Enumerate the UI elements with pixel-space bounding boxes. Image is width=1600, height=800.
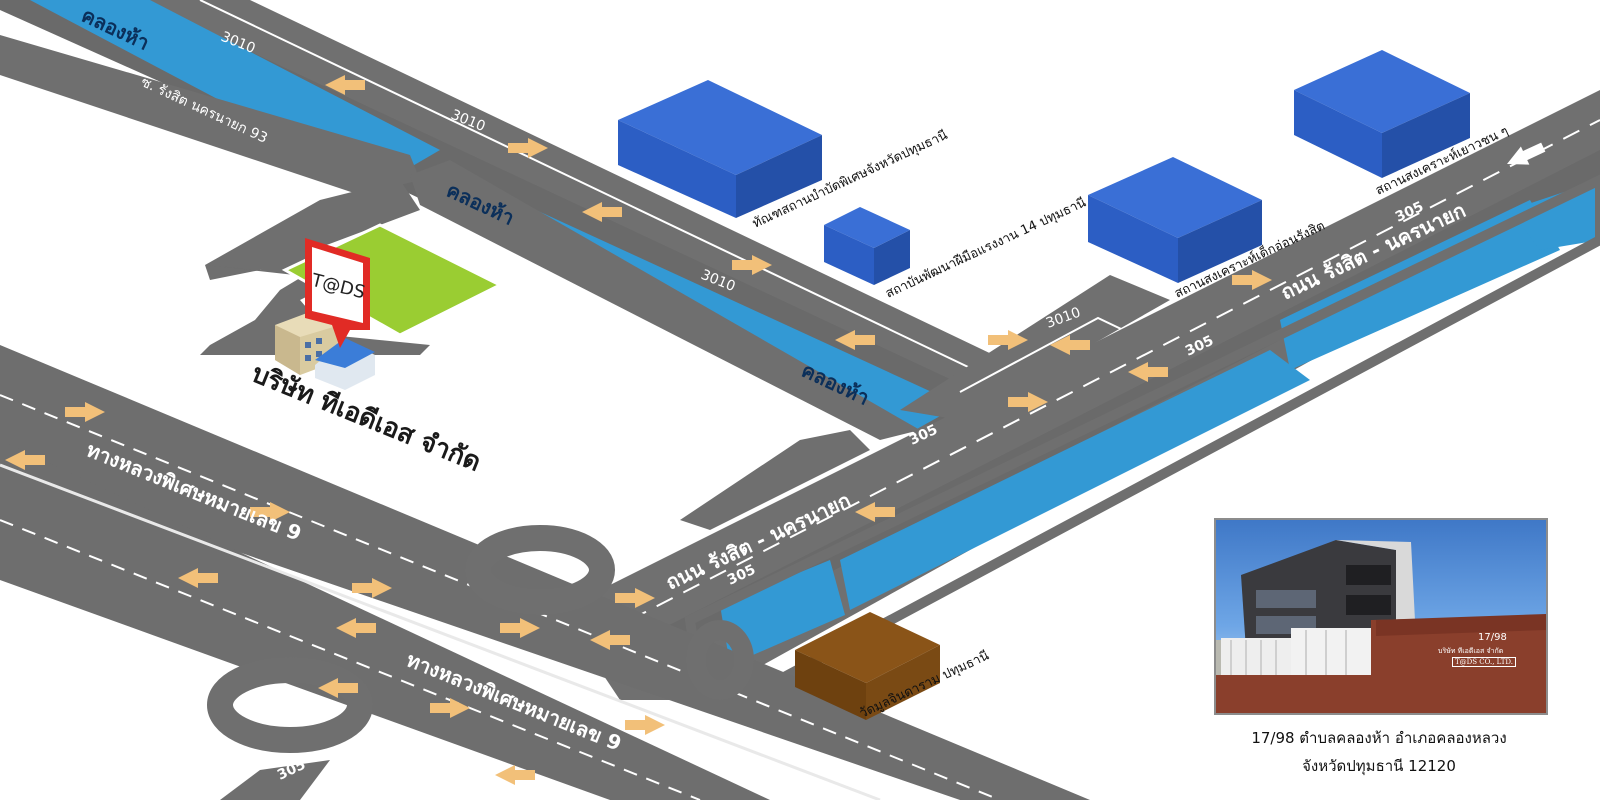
arrow xyxy=(336,618,376,638)
arrow xyxy=(1050,335,1090,355)
arrow xyxy=(250,502,290,522)
company-building xyxy=(275,310,375,390)
arrow xyxy=(835,330,875,350)
office-photo-illustration xyxy=(1216,540,1546,713)
skill-institute-label: สถาบันพัฒนาฝีมือแรงงาน 14 ปทุมธานี xyxy=(883,194,1089,301)
road-lower-305-stub xyxy=(220,760,330,800)
address-line-1: 17/98 ตำบลคลองห้า อำเภอคลองหลวง xyxy=(1251,729,1507,747)
building-skill-institute xyxy=(824,207,910,285)
arrow xyxy=(430,698,470,718)
building-welfare-children xyxy=(1088,157,1262,283)
road-company-loop xyxy=(200,250,430,355)
arrow xyxy=(65,402,105,422)
arrow xyxy=(508,138,548,158)
sign-number: 17/98 xyxy=(1478,632,1507,643)
building-temple xyxy=(795,612,940,720)
office-photo: 17/98 บริษัท ทีเอดีเอส จำกัด T@DS CO., L… xyxy=(1214,518,1548,715)
arrow xyxy=(1507,142,1546,165)
building-special-school xyxy=(618,80,822,218)
arrow xyxy=(855,502,895,522)
arrow xyxy=(732,255,772,275)
arrow xyxy=(318,678,358,698)
canal-305-low xyxy=(720,560,845,665)
road-company-access xyxy=(205,180,420,280)
direction-arrows xyxy=(5,75,1546,785)
arrow xyxy=(495,765,535,785)
interchange-loop-upper xyxy=(465,525,615,615)
building-welfare-youth xyxy=(1294,50,1470,178)
arrow xyxy=(988,330,1028,350)
road-soi-93-upper xyxy=(0,35,420,195)
arrow xyxy=(1232,270,1272,290)
canal-305-left xyxy=(840,350,1310,610)
arrow xyxy=(325,75,365,95)
arrow xyxy=(1008,392,1048,412)
interchange-loop-small xyxy=(686,620,754,700)
canal-305-far xyxy=(1510,180,1600,250)
arrow xyxy=(590,630,630,650)
interchange-loop-lower xyxy=(207,657,373,753)
arrow xyxy=(615,588,655,608)
arrow xyxy=(352,578,392,598)
arrow xyxy=(582,202,622,222)
arrow xyxy=(1128,362,1168,382)
sign-english-name: T@DS CO., LTD. xyxy=(1452,657,1516,667)
arrow xyxy=(500,618,540,638)
road-soi-93-lower xyxy=(410,160,920,440)
sign-thai-name: บริษัท ทีเอดีเอส จำกัด xyxy=(1438,647,1504,655)
road-3010-right xyxy=(900,275,1170,420)
company-logo-pin: T@DS xyxy=(305,238,370,348)
arrow xyxy=(625,715,665,735)
arrow xyxy=(178,568,218,588)
address-line-2: จังหวัดปทุมธานี 12120 xyxy=(1302,757,1456,775)
canal-305-right xyxy=(1280,200,1560,370)
arrow xyxy=(5,450,45,470)
road-junction-connector xyxy=(680,430,870,530)
